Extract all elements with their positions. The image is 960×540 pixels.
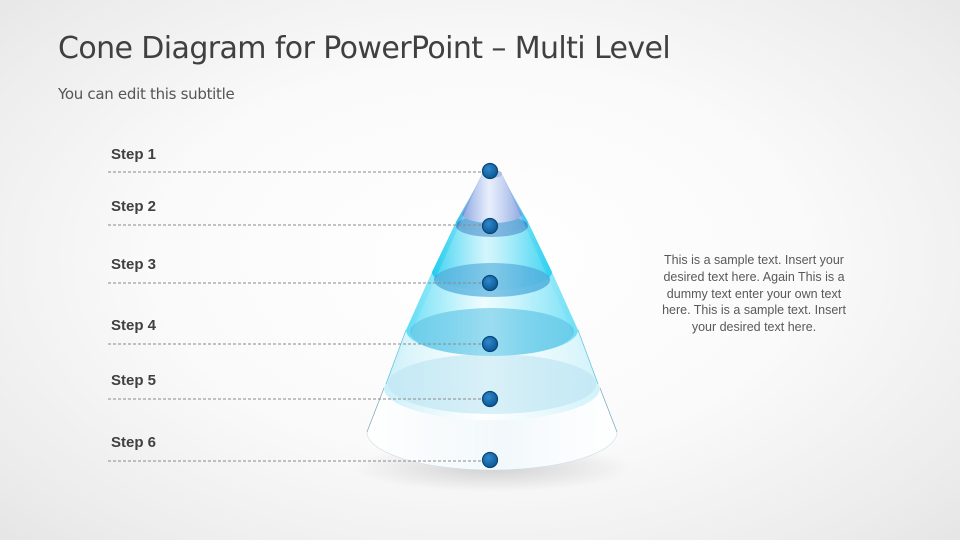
step-4-label: Step 4	[111, 317, 157, 334]
slide-title: Cone Diagram for PowerPoint – Multi Leve…	[58, 31, 671, 66]
step-markers	[481, 162, 499, 469]
step-1-label: Step 1	[111, 146, 157, 163]
step-5-label: Step 5	[111, 372, 157, 389]
marker-step-2	[481, 217, 499, 235]
marker-step-4	[481, 335, 499, 353]
cone-highlight	[367, 172, 617, 470]
step-2-label: Step 2	[111, 198, 157, 215]
marker-step-5	[481, 390, 499, 408]
description-text: This is a sample text. Insert your desir…	[662, 253, 846, 335]
leader-lines	[108, 171, 488, 462]
marker-step-6	[481, 451, 499, 469]
marker-step-3	[481, 274, 499, 292]
slide-subtitle: You can edit this subtitle	[58, 85, 235, 103]
step-3-label: Step 3	[111, 256, 157, 273]
marker-step-1	[481, 162, 499, 180]
step-6-label: Step 6	[111, 434, 157, 451]
